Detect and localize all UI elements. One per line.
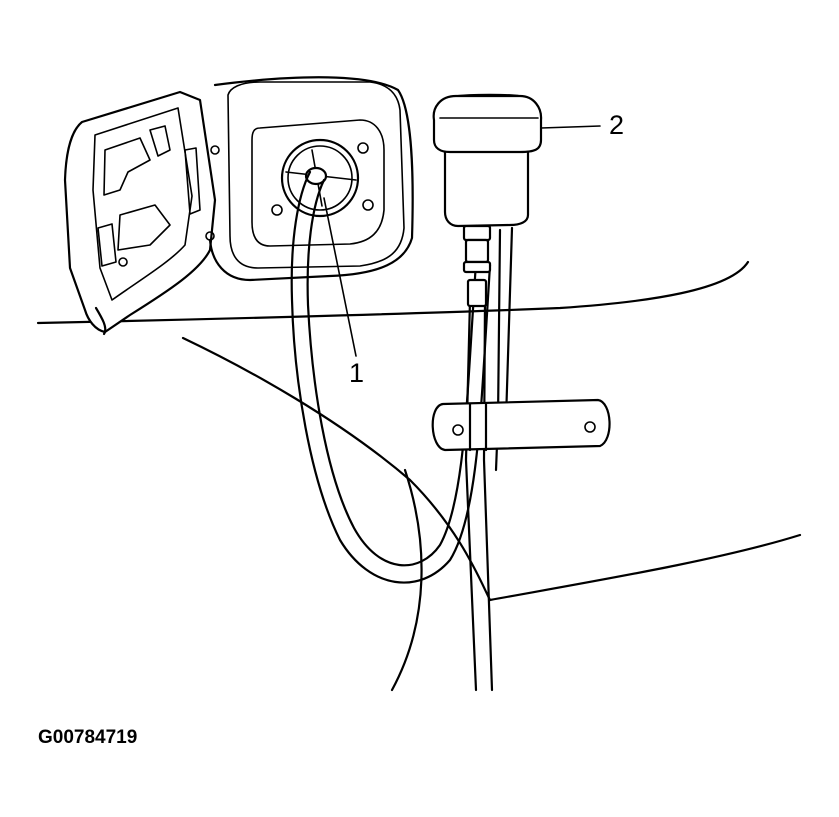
filler-neck-adapter [280,138,360,218]
fuel-filler-door [63,90,220,336]
leader-line-2 [540,125,601,129]
callout-label-1: 1 [349,358,364,388]
vehicle-body-contours [36,260,802,692]
tester-hose [290,170,492,584]
callout-label-2: 2 [609,110,624,140]
fuel-cap-tester [432,93,543,228]
hose-fittings [462,224,492,308]
figure-id: G00784719 [38,727,137,748]
filler-pocket-housing [208,76,414,282]
leader-lines [323,125,601,357]
mounting-bracket [431,398,611,452]
leader-line-1 [323,197,357,357]
